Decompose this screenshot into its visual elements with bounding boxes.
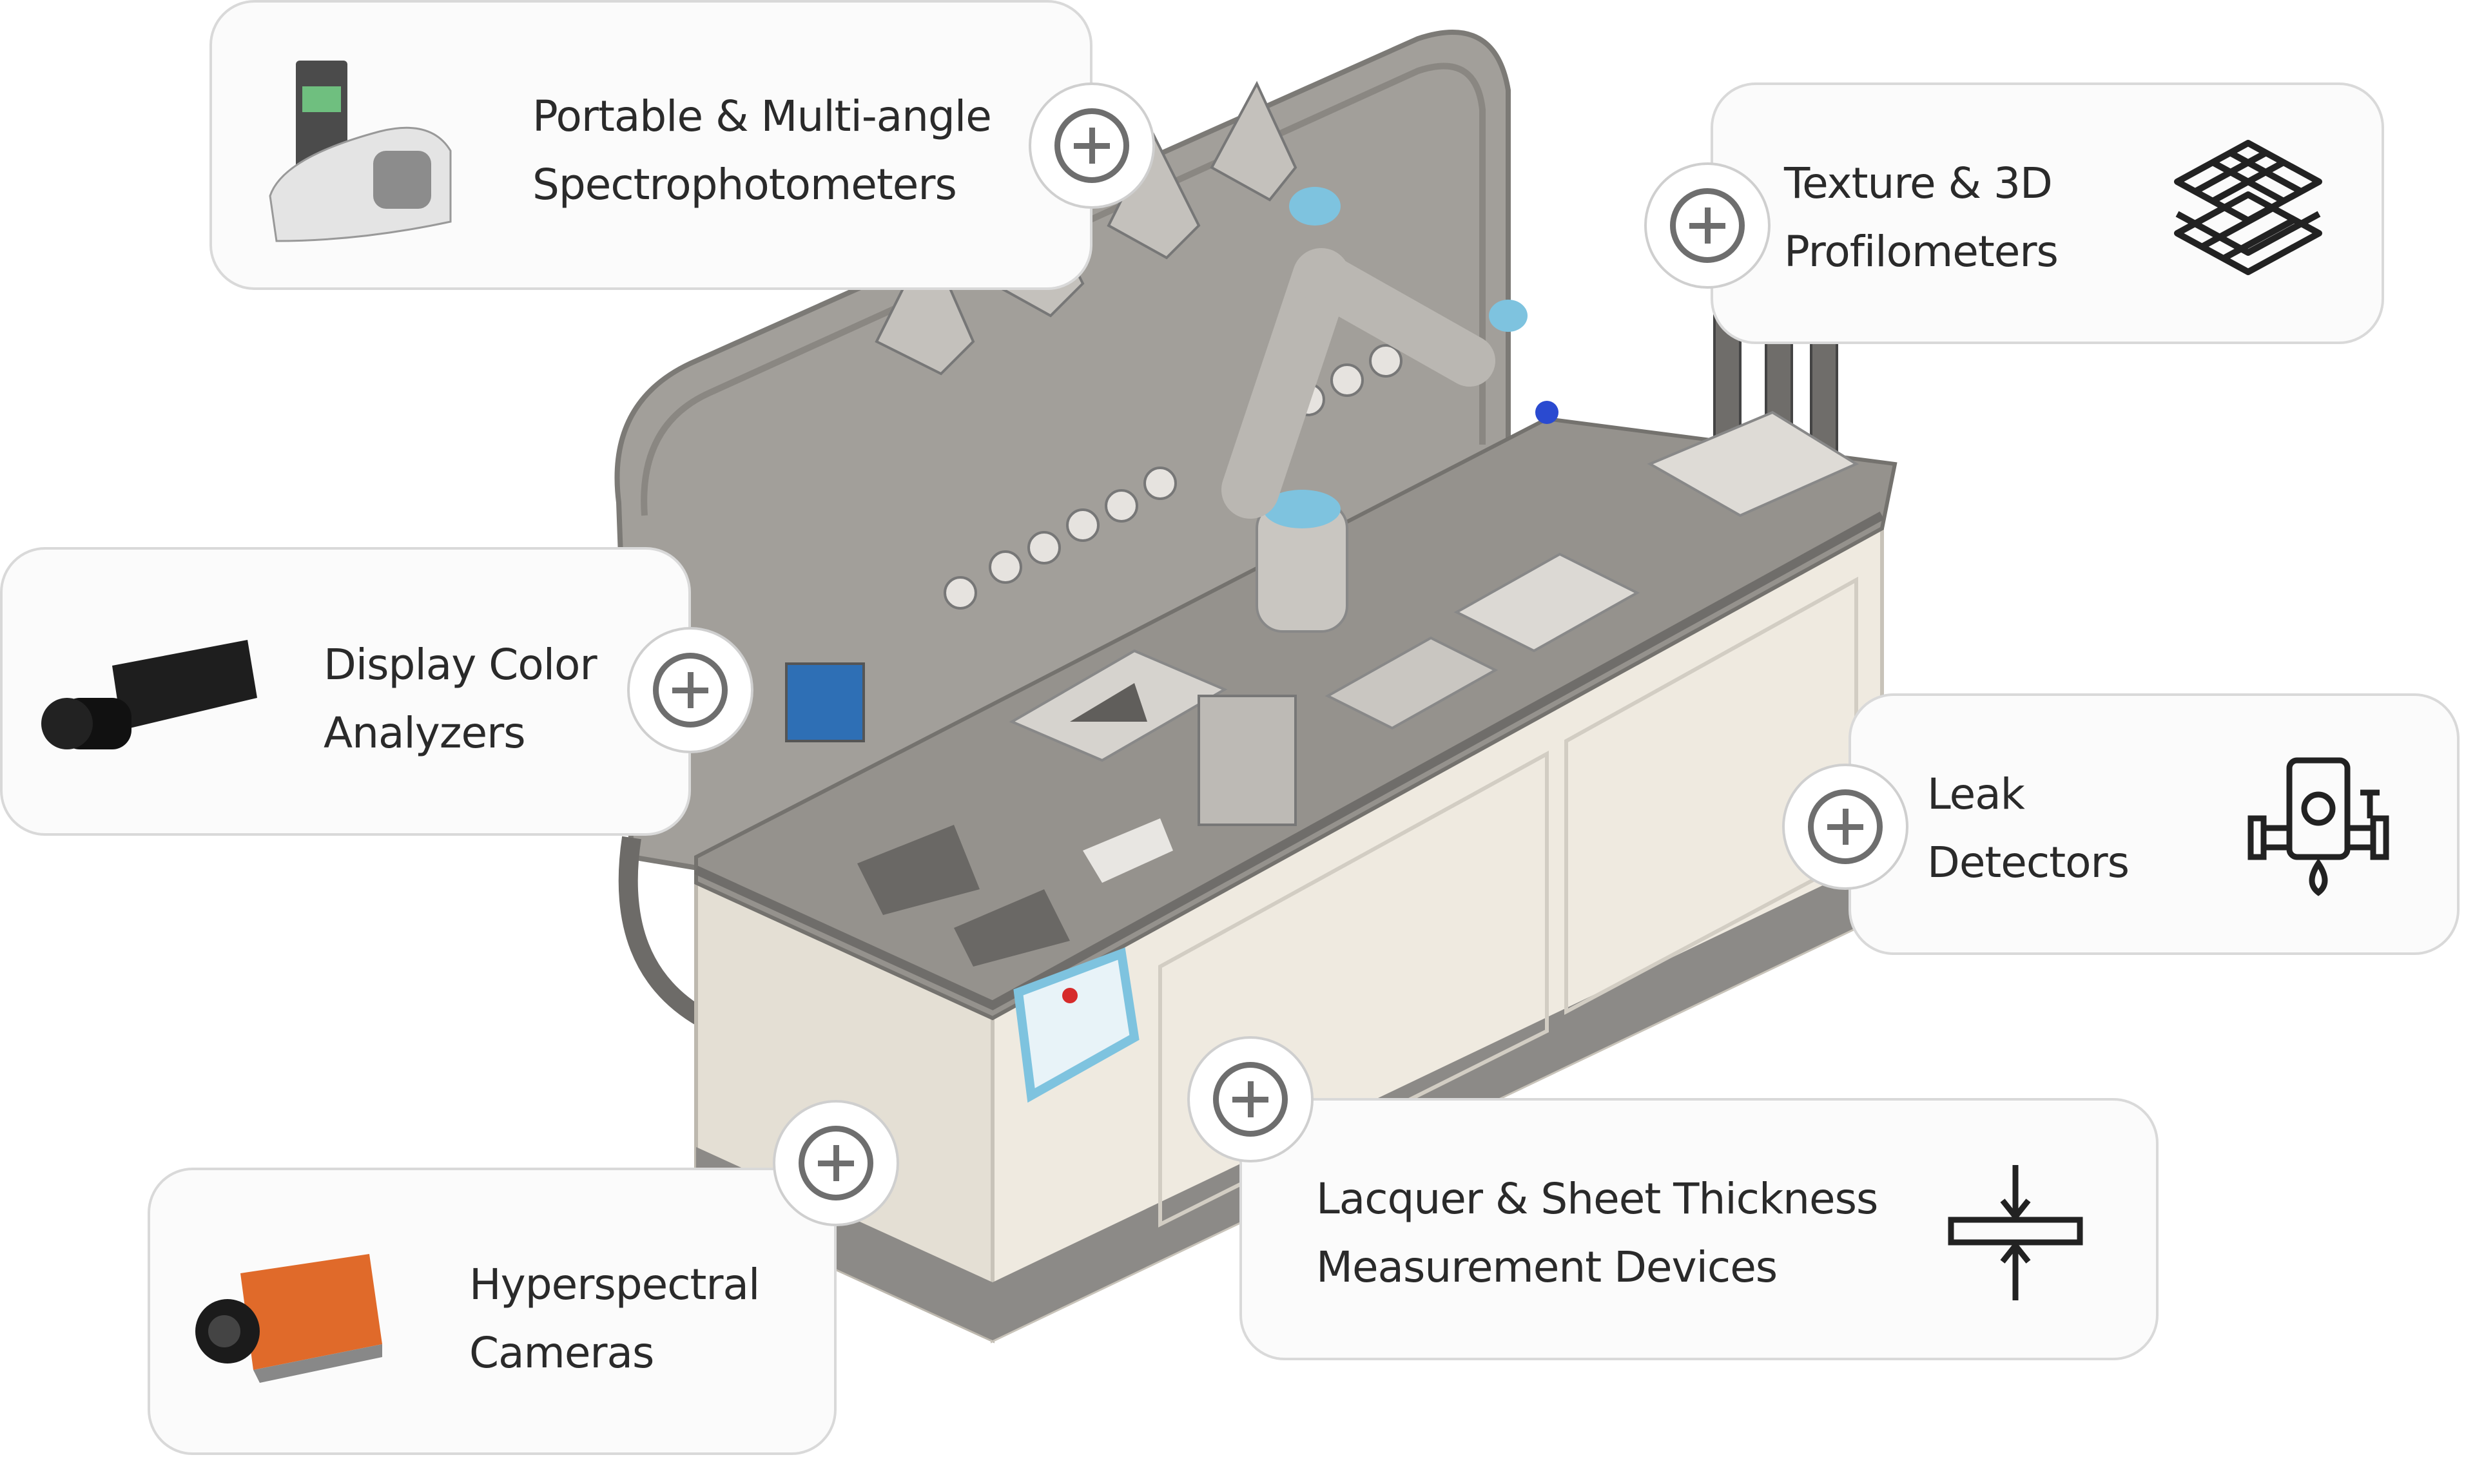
plus-circle-icon bbox=[653, 653, 728, 728]
plus-circle-icon bbox=[1213, 1062, 1288, 1137]
label-line-2: Spectrophotometers bbox=[532, 160, 957, 209]
plus-circle-icon bbox=[799, 1126, 873, 1200]
plus-circle-icon bbox=[1054, 108, 1129, 183]
hotspot-card-spectrophotometers[interactable]: Portable & Multi-angle Spectrophotometer… bbox=[209, 0, 1092, 290]
label-line-2: Profilometers bbox=[1784, 227, 2059, 276]
label-line-2: Detectors bbox=[1927, 838, 2130, 887]
expand-thickness-measurement-button[interactable] bbox=[1187, 1036, 1314, 1162]
hotspot-card-profilometers[interactable]: Texture & 3D Profilometers bbox=[1711, 82, 2384, 344]
label-line-2: Cameras bbox=[469, 1328, 654, 1378]
expand-leak-detectors-button[interactable] bbox=[1782, 764, 1908, 890]
side-support bbox=[618, 836, 708, 1027]
spectrophotometer-icon bbox=[269, 61, 452, 242]
label-line-2: Measurement Devices bbox=[1316, 1242, 1778, 1292]
label-line-1: Texture & 3D bbox=[1784, 159, 2053, 208]
layers-grid-icon bbox=[2174, 140, 2322, 275]
plus-circle-icon bbox=[1670, 188, 1745, 263]
label-line-2: Analyzers bbox=[324, 708, 526, 758]
hotspot-card-hyperspectral-cameras[interactable]: Hyperspectral Cameras bbox=[148, 1168, 837, 1455]
expand-display-color-analyzers-button[interactable] bbox=[627, 627, 753, 753]
label-line-1: Portable & Multi-angle bbox=[532, 92, 992, 141]
back-panel bbox=[614, 30, 1511, 873]
hotspot-card-leak-detectors[interactable]: Leak Detectors bbox=[1849, 693, 2460, 955]
camera-analyzer-icon bbox=[41, 640, 257, 749]
control-panel bbox=[1013, 947, 1140, 1103]
label-line-1: Leak bbox=[1927, 769, 2025, 819]
expand-spectrophotometers-button[interactable] bbox=[1029, 82, 1155, 209]
expand-profilometers-button[interactable] bbox=[1644, 162, 1771, 289]
leak-detector-icon bbox=[2247, 757, 2389, 896]
label-line-1: Lacquer & Sheet Thickness bbox=[1316, 1174, 1878, 1224]
label-line-1: Hyperspectral bbox=[469, 1260, 760, 1309]
thickness-gauge-icon bbox=[1948, 1165, 2083, 1300]
hyperspectral-camera-icon bbox=[195, 1254, 382, 1383]
robot-arm bbox=[1221, 187, 1558, 633]
back-panel-frame bbox=[641, 63, 1486, 516]
plus-circle-icon bbox=[1808, 789, 1883, 864]
hotspot-label: Texture & 3D Profilometers bbox=[1784, 149, 2059, 286]
hotspot-card-thickness-measurement[interactable]: Lacquer & Sheet Thickness Measurement De… bbox=[1239, 1098, 2159, 1360]
hotspot-label: Portable & Multi-angle Spectrophotometer… bbox=[532, 82, 992, 219]
hotspot-label: Leak Detectors bbox=[1927, 760, 2130, 897]
expand-hyperspectral-cameras-button[interactable] bbox=[773, 1100, 899, 1226]
hotspot-card-display-color-analyzers[interactable]: Display Color Analyzers bbox=[0, 547, 691, 836]
hotspot-label: Display Color Analyzers bbox=[324, 631, 597, 767]
hotspot-label: Hyperspectral Cameras bbox=[469, 1251, 760, 1387]
hotspot-label: Lacquer & Sheet Thickness Measurement De… bbox=[1316, 1165, 1878, 1302]
label-line-1: Display Color bbox=[324, 640, 597, 689]
